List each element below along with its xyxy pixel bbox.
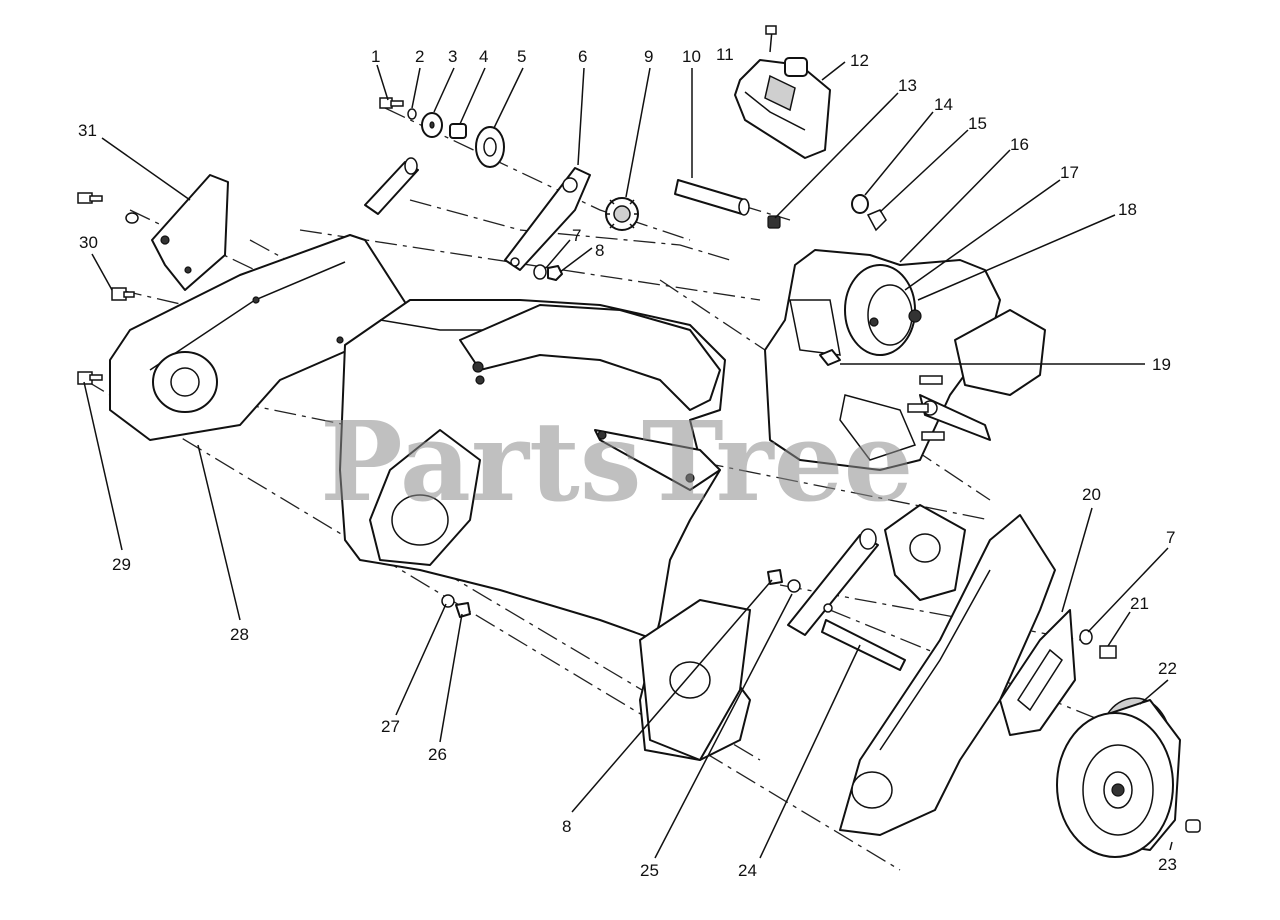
callout-19: 19 [1152,355,1171,374]
callout-16: 16 [1010,135,1029,154]
part-12-cover [734,57,831,159]
callout-4: 4 [479,47,488,66]
callout-8-bottom: 8 [562,817,571,836]
leader-lines [83,61,1173,859]
callout-30: 30 [79,233,98,252]
part-24-axle [821,603,906,671]
part-21-bolt [1099,645,1117,659]
part-23-cap [1185,819,1201,833]
part-4-spacer [449,123,467,139]
callout-15: 15 [968,114,987,133]
callout-22: 22 [1158,659,1177,678]
axle-pin [364,157,419,215]
gearbox-assembly [764,249,1046,471]
part-7-washer-right [1079,629,1093,645]
part-22-wheel [1056,697,1181,858]
right-side-plate [839,504,1056,836]
part-27-washer [441,594,455,608]
part-3-washer [421,112,443,138]
part-19-bolt [819,349,841,366]
part-26-nut [455,602,471,618]
callout-28: 28 [230,625,249,644]
callout-21: 21 [1130,594,1149,613]
callout-29: 29 [112,555,131,574]
part-1-bolt [379,97,404,109]
main-housing [339,299,751,761]
part-5-bearing [475,126,505,168]
callout-31: 31 [78,121,97,140]
part-28-side-plate [109,234,411,441]
callout-26: 26 [428,745,447,764]
callout-25: 25 [640,861,659,880]
part-31-bracket [151,174,229,291]
part-2-lockwasher [407,108,417,120]
callout-7-right: 7 [1166,528,1175,547]
callout-9: 9 [644,47,653,66]
callout-23: 23 [1158,855,1177,874]
callout-2: 2 [415,47,424,66]
part-29-bolt [77,371,103,385]
part-30-bolt [111,287,135,301]
callout-7-top: 7 [572,226,581,245]
part-25-washer [787,579,801,593]
callout-14: 14 [934,95,953,114]
part-11-screw [765,25,777,53]
callout-18: 18 [1118,200,1137,219]
left-bolt-top [77,192,139,224]
part-9-gear [605,197,639,231]
callout-10: 10 [682,47,701,66]
long-pin-upper [787,528,879,636]
callout-13: 13 [898,76,917,95]
part-8-nut-top [547,265,563,281]
callout-11: 11 [716,45,734,64]
part-14-cap [851,194,869,214]
watermark-text: PartsTree [320,397,914,526]
part-20-bracket [999,609,1076,736]
part-13-nut [767,215,781,229]
callout-27: 27 [381,717,400,736]
callout-24: 24 [738,861,757,880]
part-6-bracket [504,167,591,271]
callout-17: 17 [1060,163,1079,182]
callout-6: 6 [578,47,587,66]
callout-20: 20 [1082,485,1101,504]
part-7-washer-top [533,264,547,280]
callout-5: 5 [517,47,526,66]
callout-8-top: 8 [595,241,604,260]
callout-12: 12 [850,51,869,70]
callout-labels: 1 2 3 4 5 6 9 10 11 12 13 14 15 16 17 18… [78,45,1177,880]
part-15-clip [866,209,887,232]
callout-3: 3 [448,47,457,66]
callout-1: 1 [371,47,380,66]
part-10-shaft [674,179,750,216]
